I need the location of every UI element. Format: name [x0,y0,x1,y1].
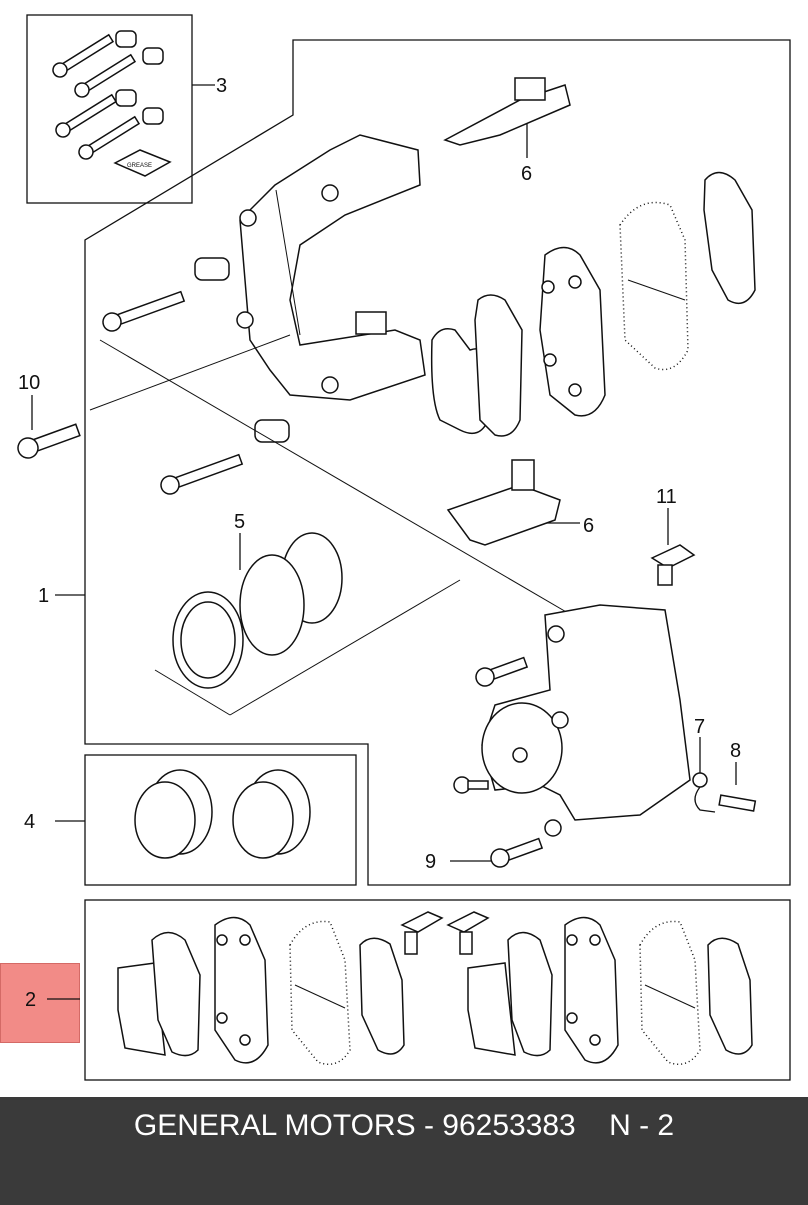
callout-6-lower: 6 [583,515,594,537]
callout-4: 4 [24,811,35,833]
banjo-fitting-7 [692,772,716,813]
pad-set-frame-2 [84,899,791,1081]
guide-pin-kit: GREASE [52,30,172,177]
anti-rattle-clip-upper [443,77,571,146]
callout-8: 8 [730,740,741,762]
caliper-bolt-upper [475,656,529,687]
part-number-caption: GENERAL MOTORS - 96253383 N - 2 [133,1109,675,1142]
assembly-frame-1 [84,39,791,886]
anti-rattle-clip-lower [446,459,561,546]
seal-kit-frame-4 [84,754,357,886]
slide-pin-lower [160,419,290,495]
callout-1: 1 [38,585,49,607]
bleeder-screw-8 [718,794,757,812]
callout-2: 2 [25,989,36,1011]
bolt-10 [17,423,81,459]
bleeder-cap [453,776,489,794]
caliper-bracket [236,134,426,401]
callout-7: 7 [694,716,705,738]
pad-set-left [117,916,405,1065]
pad-set-right [467,916,753,1065]
shim-outer-right [703,171,756,305]
callout-11: 11 [656,486,677,508]
grease-packet-label: GREASE [127,163,152,169]
brake-pad-friction [619,201,689,371]
bolt-9 [490,837,544,868]
callout-6-upper: 6 [521,163,532,185]
caliper-housing [481,604,691,837]
kit-frame-3 [26,14,193,204]
callout-10: 10 [18,372,40,394]
pad-clips [400,911,490,955]
highlight-marker [0,963,80,1043]
slide-pin-upper [102,257,230,332]
callout-5: 5 [234,511,245,533]
callout-3: 3 [216,75,227,97]
shim-inner [474,294,523,437]
callout-9: 9 [425,851,436,873]
brake-caliper-exploded-diagram: 1 2 3 4 5 6 6 7 8 9 10 11 GREASE [17,14,791,1081]
seal-kit [134,769,311,859]
footer-bar: GENERAL MOTORS - 96253383 N - 2 [0,1097,808,1205]
clip-11 [650,544,696,586]
pad-backing-plate [539,246,606,417]
piston-5 [154,532,461,716]
